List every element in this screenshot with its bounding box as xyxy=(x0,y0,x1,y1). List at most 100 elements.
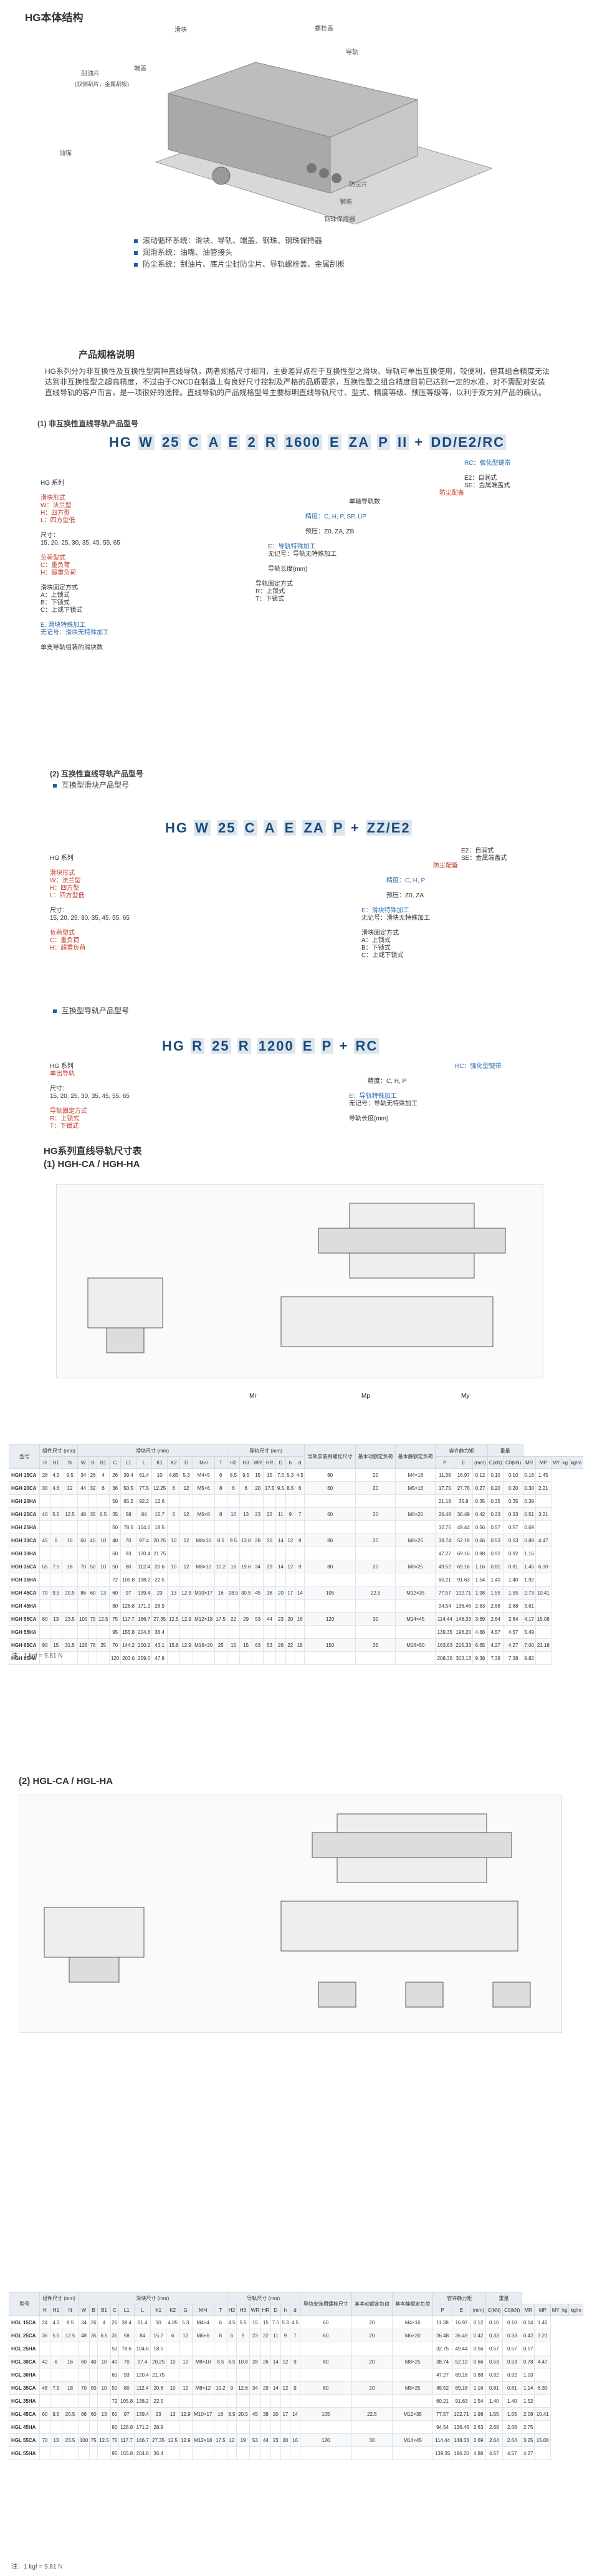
table-cell: 60 xyxy=(88,1586,98,1600)
table-cell: 16 xyxy=(62,2355,79,2368)
subheader-cell: K1 xyxy=(150,2304,167,2316)
table-cell: 10.8 xyxy=(236,2355,250,2368)
table-cell xyxy=(236,2420,250,2434)
table-cell: 10 xyxy=(226,1507,241,1521)
table-cell: 23.5 xyxy=(62,2433,79,2447)
table1-drawing xyxy=(56,1184,543,1378)
table-cell: 16.97 xyxy=(451,2316,472,2329)
table-cell xyxy=(167,1494,181,1508)
table-cell xyxy=(351,2342,393,2355)
table-cell: 0.56 xyxy=(472,1520,488,1534)
table-cell: 10 xyxy=(151,1468,168,1482)
table-cell xyxy=(226,2342,237,2355)
table-cell: 0.56 xyxy=(470,2342,487,2355)
table-cell: 80 xyxy=(299,2381,352,2395)
table-cell xyxy=(179,1573,193,1586)
inter-heading: (2) 互换性直线导轨产品型号 xyxy=(50,770,144,778)
table-cell: 60 xyxy=(299,2316,352,2329)
table-cell xyxy=(275,1494,286,1508)
table-cell: 26 xyxy=(260,2355,271,2368)
table-cell: 97 xyxy=(120,1586,137,1600)
table-cell: 13 xyxy=(49,1612,62,1626)
table-cell: 117.7 xyxy=(120,1612,137,1626)
table-cell: 166.7 xyxy=(136,1612,153,1626)
table-cell: 44 xyxy=(260,2433,271,2447)
table-cell: M12×35 xyxy=(392,2407,434,2421)
table-cell xyxy=(192,1625,215,1639)
table2-wrapper: 型号 组件尺寸 (mm) 滑块尺寸 (mm) 导轨尺寸 (mm) 导轨安装用螺栓… xyxy=(8,2292,583,2460)
table-cell xyxy=(395,1573,436,1586)
table-cell xyxy=(97,1547,110,1560)
table-cell xyxy=(239,1651,253,1665)
th2-bolt: 导轨安装用螺栓尺寸 xyxy=(299,2292,352,2316)
table-cell: 75 xyxy=(110,2433,119,2447)
table-cell xyxy=(49,2420,63,2434)
table-cell: 120 xyxy=(304,1612,356,1626)
inter-left-labels: HG 系列 滑块形式 W：法兰型 H：四方型 L：四方型低 尺寸： 15, 20… xyxy=(50,855,130,952)
subheader-cell: M×l xyxy=(192,1456,215,1469)
table-cell: 13 xyxy=(167,1586,181,1600)
table-cell: 52.19 xyxy=(451,2355,472,2368)
table-cell: M4×16 xyxy=(395,1468,436,1482)
table-cell xyxy=(61,1520,79,1534)
table-cell: 4.5 xyxy=(290,2316,300,2329)
table-cell: 120.4 xyxy=(136,1547,153,1560)
subheader-cell: H1 xyxy=(49,2304,63,2316)
table-cell: 29 xyxy=(260,2381,271,2395)
table-cell: 27.35 xyxy=(150,2433,167,2447)
table-cell: 50 xyxy=(110,2342,119,2355)
table-cell: 30 xyxy=(39,1481,50,1495)
table-cell: 3.61 xyxy=(522,1599,536,1613)
table-cell: 17.5 xyxy=(263,1481,277,1495)
table-cell: 35 xyxy=(355,1638,396,1652)
table-cell: 36 xyxy=(109,1481,122,1495)
table-cell: 20.25 xyxy=(150,2355,167,2368)
table-cell xyxy=(285,1625,296,1639)
subheader-cell: d xyxy=(294,1456,305,1469)
table-cell xyxy=(77,2342,90,2355)
table-cell: 84 xyxy=(136,1507,153,1521)
table-cell xyxy=(263,1599,277,1613)
table-cell: 8.5 xyxy=(285,1481,296,1495)
table-cell xyxy=(285,1494,296,1508)
table-cell: 45 xyxy=(252,1586,264,1600)
table-cell: 60 xyxy=(299,2329,352,2342)
table-cell xyxy=(39,1520,50,1534)
table-cell: M6×20 xyxy=(395,1507,436,1521)
table-cell xyxy=(239,1625,253,1639)
table-cell: M4×16 xyxy=(392,2316,434,2329)
spec-paragraph: HG系列分为非互换性及互换性型两种直线导轨，两者规格尺寸相同，主要差异点在于互换… xyxy=(45,367,550,397)
table-cell: M6×6 xyxy=(191,2329,215,2342)
table-cell xyxy=(236,2368,250,2382)
table-cell: 7 xyxy=(290,2329,300,2342)
table-cell: 47.8 xyxy=(151,1651,168,1665)
subheader-cell: G xyxy=(178,2304,193,2316)
table-cell xyxy=(395,1494,436,1508)
table-cell xyxy=(97,2342,111,2355)
table-cell: 7.5 xyxy=(270,2316,281,2329)
table-cell: 10 xyxy=(97,2381,111,2395)
table-cell xyxy=(252,1573,264,1586)
table-cell: 15.08 xyxy=(534,2433,551,2447)
table-cell xyxy=(97,1494,110,1508)
table-cell: 4.57 xyxy=(503,1625,523,1639)
table-cell: 9 xyxy=(236,2329,250,2342)
table-cell: 20 xyxy=(275,1586,286,1600)
table-cell xyxy=(214,1494,227,1508)
table-cell: 7.38 xyxy=(487,1651,504,1665)
th2-static: 基本静额定负荷 xyxy=(392,2292,434,2316)
table-cell: 35 xyxy=(88,1507,98,1521)
table-cell xyxy=(535,1573,551,1586)
table-cell: 117.7 xyxy=(118,2433,135,2447)
table-cell xyxy=(49,2342,63,2355)
table-cell: 8 xyxy=(214,1507,227,1521)
table-cell: 50 xyxy=(110,2381,119,2395)
table-cell: 1.55 xyxy=(502,2407,522,2421)
table-cell: 0.53 xyxy=(503,1534,523,1547)
model-cell: HGH 55CA xyxy=(8,1612,41,1626)
subheader-cell: H3 xyxy=(236,2304,250,2316)
table-cell: 6 xyxy=(226,2329,237,2342)
table-cell xyxy=(299,2420,352,2434)
